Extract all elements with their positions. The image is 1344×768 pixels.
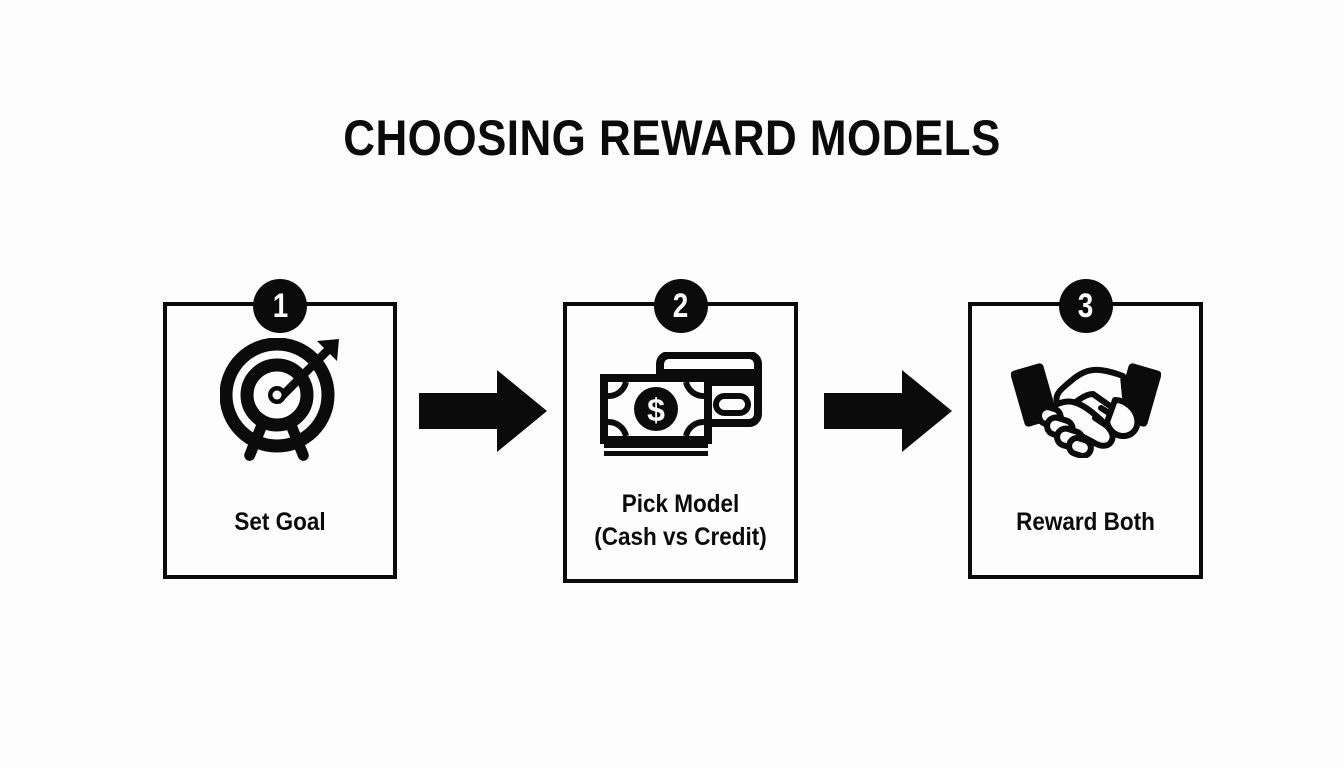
step-card-2[interactable]: 2 $ (563, 279, 798, 583)
step-number-badge-2: 2 (653, 279, 708, 333)
step-card-3[interactable]: 3 (968, 279, 1203, 579)
step-label-2-line-1: Pick Model (621, 490, 740, 518)
step-label-2-line-2: (Cash vs Credit) (594, 523, 767, 551)
step-number-2: 2 (672, 287, 689, 325)
step-label-1-line-1: Set Goal (234, 508, 326, 536)
handshake-icon (972, 348, 1199, 466)
svg-text:$: $ (647, 392, 665, 428)
step-label-1: Set Goal (167, 506, 393, 539)
step-number-3: 3 (1077, 287, 1094, 325)
step-label-3: Reward Both (972, 506, 1199, 539)
step-number-badge-1: 1 (253, 279, 307, 333)
cash-and-credit-card-icon: $ (567, 344, 794, 464)
step-label-3-line-1: Reward Both (1016, 508, 1155, 536)
right-arrow-icon-2 (824, 368, 952, 454)
step-number-badge-3: 3 (1058, 279, 1113, 333)
page-title: CHOOSING REWARD MODELS (81, 108, 1264, 168)
target-bullseye-arrow-icon (167, 336, 393, 466)
step-label-2: Pick Model (Cash vs Credit) (567, 488, 794, 554)
right-arrow-icon-1 (419, 368, 547, 454)
page-title-text: CHOOSING REWARD MODELS (343, 110, 1001, 166)
step-card-1[interactable]: 1 Set Goal (163, 279, 397, 579)
step-number-1: 1 (272, 287, 288, 325)
